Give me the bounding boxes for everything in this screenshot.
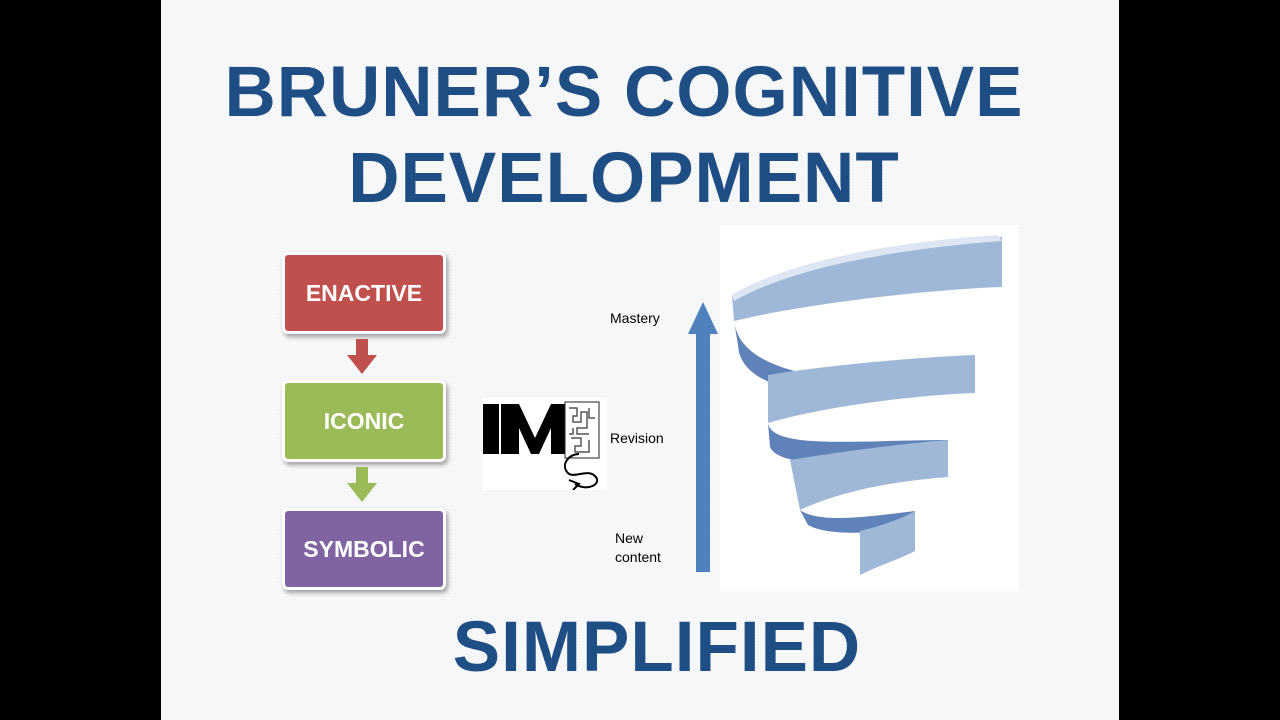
stage-symbolic-box: SYMBOLIC [282, 508, 446, 590]
label-revision: Revision [610, 430, 664, 446]
title-line-3: SIMPLIFIED [452, 608, 862, 687]
title-line-1: BRUNER’S COGNITIVE [224, 53, 1024, 132]
down-arrow-icon [347, 467, 377, 502]
label-new-content: New content [615, 530, 661, 565]
spiral-figure [720, 225, 1019, 591]
ms-logo-icon [483, 398, 607, 490]
up-arrow-icon [688, 302, 718, 572]
spiral-ribbon-icon [732, 235, 1002, 575]
stage-enactive-box: ENACTIVE [282, 252, 446, 334]
stage-enactive-label: ENACTIVE [305, 279, 423, 306]
stage-iconic-box: ICONIC [282, 380, 446, 462]
down-arrow-icon [347, 339, 377, 374]
stage-symbolic-label: SYMBOLIC [303, 535, 425, 562]
title-line-2: DEVELOPMENT [348, 139, 900, 218]
label-mastery: Mastery [610, 310, 660, 326]
slide: BRUNER’S COGNITIVE DEVELOPMENT ENACTIVE … [161, 0, 1119, 720]
stage-iconic-label: ICONIC [323, 407, 405, 434]
